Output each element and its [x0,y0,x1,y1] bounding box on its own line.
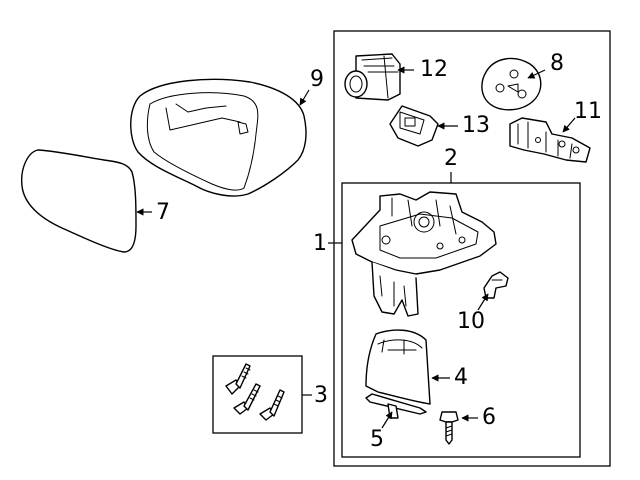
callout-9: 9 [310,67,324,92]
callout-4: 4 [454,365,468,390]
mirror-glass-part [21,149,137,253]
leader-11 [562,117,576,133]
callout-2: 2 [444,146,458,171]
callout-8: 8 [550,51,564,76]
callout-10: 10 [457,309,485,334]
lower-cover-part [365,329,431,405]
callout-13: 13 [462,113,490,138]
mirror-cover-part [130,78,307,197]
camera-part [344,53,401,101]
leader-9 [299,89,310,106]
callout-7: 7 [156,200,170,225]
leader-10 [477,293,489,311]
bracket-part [389,105,439,147]
assembly-outer-frame [333,30,611,467]
screw-part [439,411,459,445]
callout-3: 3 [314,383,328,408]
bolts-part [225,363,285,421]
assembly-inner-frame [341,182,581,458]
leader-8 [527,69,546,79]
bolts-frame [212,355,303,434]
clip-part [483,271,509,299]
callout-1: 1 [313,231,327,256]
leader-5 [381,411,393,429]
heater-bracket-part [509,117,591,163]
round-plate-part [481,57,542,111]
actuator-base-part [351,191,497,317]
leader-lines [136,66,576,429]
callout-5: 5 [370,427,384,452]
callout-11: 11 [574,99,602,124]
callout-12: 12 [420,57,448,82]
callout-6: 6 [482,405,496,430]
